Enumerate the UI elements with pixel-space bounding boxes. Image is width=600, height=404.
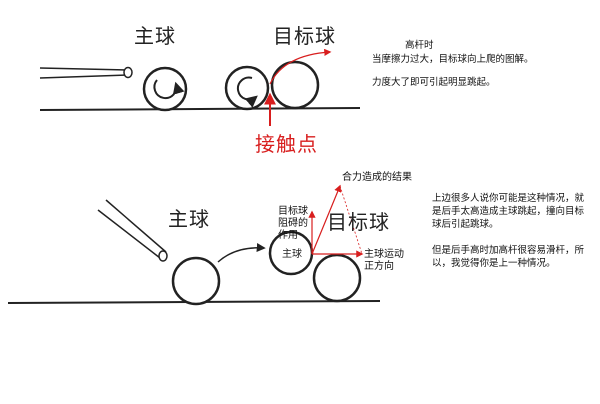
cue-ball-top [142,66,188,112]
resultant-label: 合力造成的结果 [342,172,412,183]
reaction-label: 目标球阻碍的作用 [278,206,308,241]
target-ball-bottom [312,253,362,303]
cue-stick-top [39,66,133,79]
cue-ball-contact-top [224,65,270,111]
target-ball-top [270,60,320,110]
note-body: 当摩擦力过大，目标球向上爬的图解。 [372,54,534,65]
table-surface-top [39,107,361,111]
note-tail: 力度大了即可引起明显跳起。 [372,77,496,88]
cue-ball-bottom [171,256,221,306]
climb-arrow-icon [269,48,332,85]
target-ball-label-top: 目标球 [273,24,336,48]
explanation-note-1: 上边很多人说你可能是这种情况，就是后手太高造成主球跳起，撞向目标球后引起跳球。 [432,193,585,230]
cue-ball-label-bottom: 主球 [168,207,210,231]
small-cue-ball-label: 主球 [282,249,302,260]
resultant-force-arrow [311,184,342,255]
cue-stick-bottom [97,199,168,262]
contact-point-label: 接触点 [255,132,318,156]
target-ball-label-bottom: 目标球 [327,210,390,234]
spin-arrow-icon [153,79,185,100]
explanation-note-2: 但是后手高时加高杆很容易滑杆，所以，我觉得你是上一种情况。 [432,245,585,269]
cue-ball-label-top: 主球 [134,24,176,48]
note-title: 高杆时 [405,40,434,51]
direction-label: 主球运动正方向 [364,249,404,272]
jump-arrow-icon [217,243,266,263]
spin-arrow-icon [236,76,258,108]
